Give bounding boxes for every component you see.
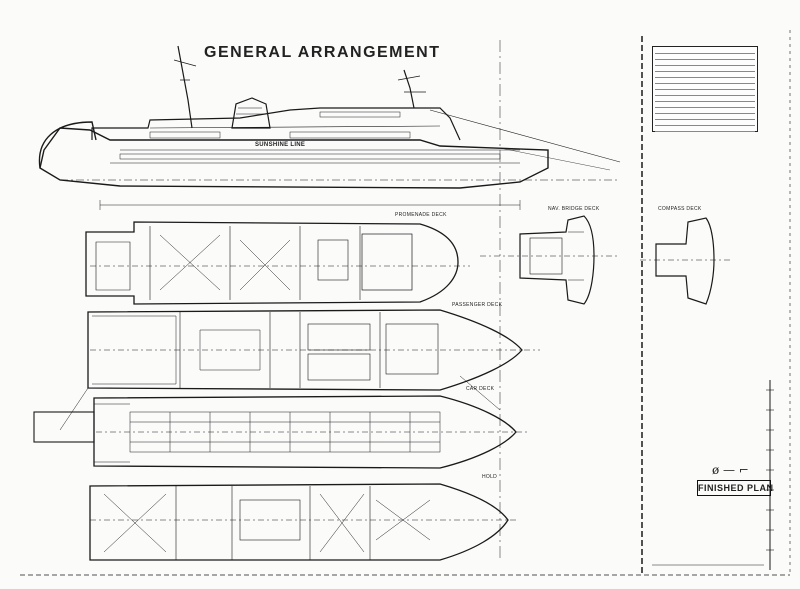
finished-plan-stamp: FINISHED PLAN <box>697 480 773 496</box>
table-rule <box>655 90 755 96</box>
table-rule <box>655 84 755 90</box>
side-elevation <box>38 45 621 210</box>
label-hold: HOLD <box>482 474 498 480</box>
table-rule <box>655 60 755 66</box>
label-nav-bridge-deck: NAV. BRIDGE DECK <box>548 206 600 212</box>
table-header-rule <box>655 47 755 54</box>
label-compass-deck: COMPASS DECK <box>658 206 702 212</box>
nav-bridge-deck-plan <box>480 215 620 305</box>
label-promenade-deck: PROMENADE DECK <box>395 212 447 218</box>
passenger-deck-plan <box>59 309 540 431</box>
signature-mark: ø — ⌐ <box>712 463 749 477</box>
car-deck-plan <box>33 395 530 469</box>
table-rule <box>655 66 755 72</box>
table-rule <box>655 114 755 120</box>
compass-deck-plan <box>640 217 730 305</box>
table-rule <box>655 120 755 126</box>
hold-plan <box>89 483 516 561</box>
table-rule <box>655 126 755 132</box>
table-rule <box>655 78 755 84</box>
table-rule <box>655 96 755 102</box>
table-rule <box>655 102 755 108</box>
hull-marking: SUNSHINE LINE <box>255 142 306 148</box>
label-passenger-deck: PASSENGER DECK <box>452 302 503 308</box>
drawing-title: GENERAL ARRANGEMENT <box>204 44 441 61</box>
label-car-deck: CAR DECK <box>466 386 495 392</box>
table-rule <box>655 108 755 114</box>
particulars-table <box>652 46 758 132</box>
table-rule <box>655 72 755 78</box>
table-rule <box>655 54 755 60</box>
promenade-deck-plan <box>85 221 470 305</box>
